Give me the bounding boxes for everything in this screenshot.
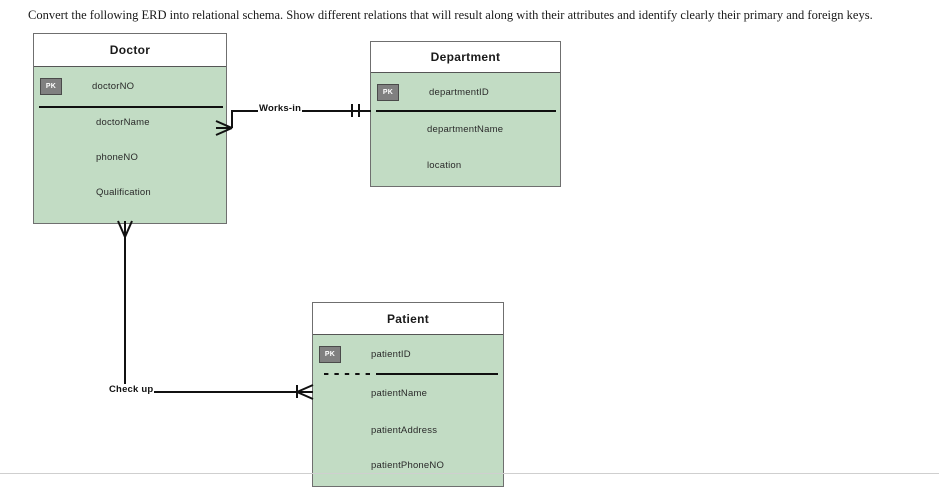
attribute-label-departmentid: departmentID bbox=[429, 86, 489, 98]
entity-patient-body: PK patientID patientName patientAddress … bbox=[313, 335, 503, 485]
attribute-label-phoneno: phoneNO bbox=[96, 152, 139, 163]
check-up-crowfoot-patient bbox=[295, 383, 315, 401]
attribute-label-patientphoneno: patientPhoneNO bbox=[371, 460, 445, 471]
entity-patient[interactable]: Patient PK patientID patientName patient… bbox=[312, 302, 504, 487]
attribute-label-patientid: patientID bbox=[371, 348, 411, 360]
attribute-row: departmentName bbox=[371, 111, 560, 147]
attribute-row-pk: PK doctorNO bbox=[34, 67, 226, 105]
entity-department-title: Department bbox=[371, 42, 560, 73]
pk-separator-line bbox=[318, 373, 498, 375]
check-up-connector-horizontal bbox=[124, 391, 309, 393]
question-prompt: Convert the following ERD into relationa… bbox=[28, 8, 873, 22]
attribute-row: phoneNO bbox=[34, 140, 226, 175]
pk-separator-line bbox=[39, 106, 223, 108]
entity-department-body: PK departmentID departmentName location bbox=[371, 73, 560, 185]
entity-doctor-title: Doctor bbox=[34, 34, 226, 67]
relationship-label-works-in: Works-in bbox=[258, 103, 303, 114]
attribute-row: patientPhoneNO bbox=[313, 448, 503, 483]
page-bottom-edge bbox=[0, 473, 939, 474]
entity-department[interactable]: Department PK departmentID departmentNam… bbox=[370, 41, 561, 187]
attribute-row: Qualification bbox=[34, 175, 226, 210]
attribute-row: patientName bbox=[313, 373, 503, 413]
attribute-row-pk: PK departmentID bbox=[371, 73, 560, 111]
attribute-label-qualification: Qualification bbox=[96, 187, 151, 198]
attribute-label-doctorno: doctorNO bbox=[92, 80, 135, 92]
check-up-label-nub bbox=[124, 375, 126, 383]
check-up-tick-patient bbox=[296, 385, 298, 398]
entity-doctor-body: PK doctorNO doctorName phoneNO Qualifica… bbox=[34, 67, 226, 222]
attribute-row: patientAddress bbox=[313, 413, 503, 448]
attribute-label-departmentname: departmentName bbox=[427, 123, 504, 135]
works-in-connector-vertical bbox=[231, 110, 233, 128]
check-up-connector-vertical bbox=[124, 228, 126, 392]
attribute-label-location: location bbox=[427, 159, 462, 171]
attribute-label-patientname: patientName bbox=[371, 387, 428, 399]
pk-badge-icon: PK bbox=[319, 346, 341, 363]
works-in-tick-outer bbox=[351, 104, 353, 117]
pk-badge-icon: PK bbox=[40, 78, 62, 95]
attribute-label-doctorname: doctorName bbox=[96, 117, 150, 128]
attribute-row: location bbox=[371, 147, 560, 183]
attribute-row: doctorName bbox=[34, 105, 226, 140]
works-in-crowfoot-doctor bbox=[214, 119, 234, 137]
entity-patient-title: Patient bbox=[313, 303, 503, 335]
relationship-label-check-up: Check up bbox=[108, 384, 155, 395]
works-in-tick-inner bbox=[358, 104, 360, 117]
entity-doctor[interactable]: Doctor PK doctorNO doctorName phoneNO Qu… bbox=[33, 33, 227, 224]
attribute-row-pk: PK patientID bbox=[313, 335, 503, 373]
pk-badge-icon: PK bbox=[377, 84, 399, 101]
attribute-label-patientaddress: patientAddress bbox=[371, 425, 438, 436]
pk-separator-line bbox=[376, 110, 556, 112]
